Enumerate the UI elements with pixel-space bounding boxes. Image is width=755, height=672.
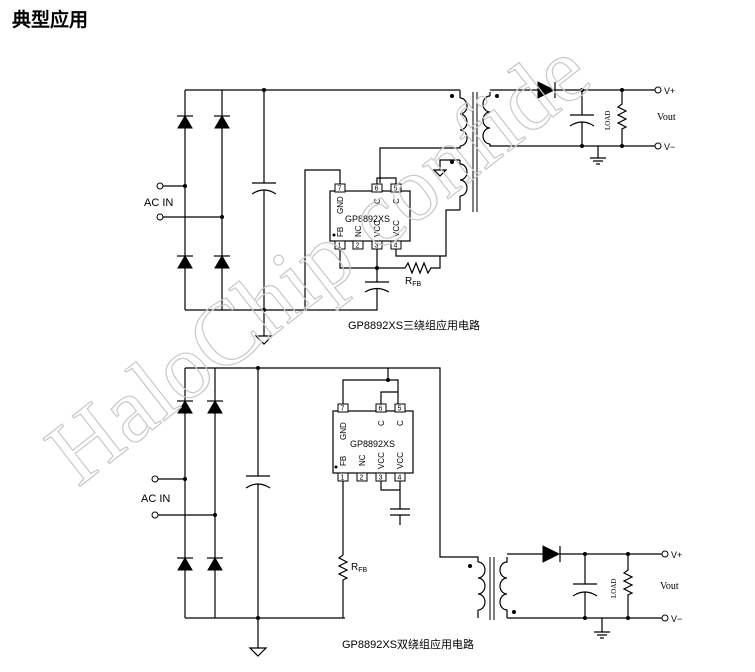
pin-label-gnd: GND: [336, 196, 345, 214]
pin-label-vcc: VCC: [377, 452, 386, 469]
vplus-label: V+: [664, 86, 675, 96]
pin-4: 4: [394, 243, 398, 250]
circuit-two-winding: AC IN 7 6 5 1 2 3 4 GP8892XS GND C C FB …: [141, 366, 682, 657]
bridge-diode: [177, 115, 193, 129]
pin-label-c: C: [392, 198, 401, 204]
pin-4: 4: [398, 475, 402, 482]
rfb-label: RFB: [405, 276, 422, 288]
chip-label: GP8892XS: [345, 214, 390, 224]
bridge-diode: [177, 557, 193, 571]
watermark: HaloChip confide: [28, 19, 608, 504]
pin-7: 7: [338, 186, 342, 193]
controller-ic: [332, 410, 414, 474]
pin-label-gnd: GND: [339, 422, 348, 440]
bridge-diode: [214, 115, 230, 129]
pin-6: 6: [375, 186, 379, 193]
ground-symbol: [254, 335, 274, 345]
controller-ic: [329, 190, 411, 242]
pin-label-vcc: VCC: [396, 452, 405, 469]
ground-symbol: [432, 169, 448, 177]
pin-label-fb: FB: [339, 456, 348, 466]
load-label: LOAD: [604, 111, 612, 130]
pin-label-c: C: [373, 198, 382, 204]
pin-3: 3: [375, 243, 379, 250]
load-label: LOAD: [610, 579, 618, 598]
pin-5: 5: [394, 186, 398, 193]
vplus-label: V+: [671, 550, 682, 560]
ground-symbol: [248, 647, 268, 657]
pin-label-c: C: [396, 420, 405, 426]
pin-3: 3: [379, 475, 383, 482]
rfb-label: RFB: [351, 562, 368, 574]
pin-label-vcc: VCC: [392, 220, 401, 237]
pin-label-fb: FB: [336, 227, 345, 237]
pin-5: 5: [398, 406, 402, 413]
pin-label-nc: NC: [358, 454, 367, 466]
caption-two-winding: GP8892XS双绕组应用电路: [342, 637, 474, 651]
pin-1: 1: [338, 243, 342, 250]
pin-label-nc: NC: [354, 225, 363, 237]
ac-in-label: AC IN: [141, 493, 170, 505]
bridge-diode: [177, 400, 193, 414]
caption-three-winding: GP8892XS三绕组应用电路: [348, 318, 480, 332]
page-heading: 典型应用: [12, 8, 88, 31]
vcc-capacitor: [390, 508, 410, 516]
pin-label-c: C: [377, 420, 386, 426]
bridge-diode: [177, 255, 193, 269]
pin-2: 2: [356, 243, 360, 250]
chip-label: GP8892XS: [350, 439, 395, 449]
vout-label: Vout: [657, 112, 676, 123]
circuit-three-winding: AC IN V+ V− Vout: [144, 81, 676, 345]
vout-label: Vout: [660, 581, 679, 592]
bridge-diode: [207, 557, 223, 571]
pin-1: 1: [341, 475, 345, 482]
bridge-diode: [214, 255, 230, 269]
pin-6: 6: [379, 406, 383, 413]
vminus-label: V−: [671, 614, 682, 624]
bridge-diode: [207, 400, 223, 414]
pin-2: 2: [360, 475, 364, 482]
pin-label-vcc: VCC: [373, 220, 382, 237]
pin-7: 7: [341, 406, 345, 413]
ac-in-label: AC IN: [144, 197, 173, 209]
vminus-label: V−: [664, 142, 675, 152]
